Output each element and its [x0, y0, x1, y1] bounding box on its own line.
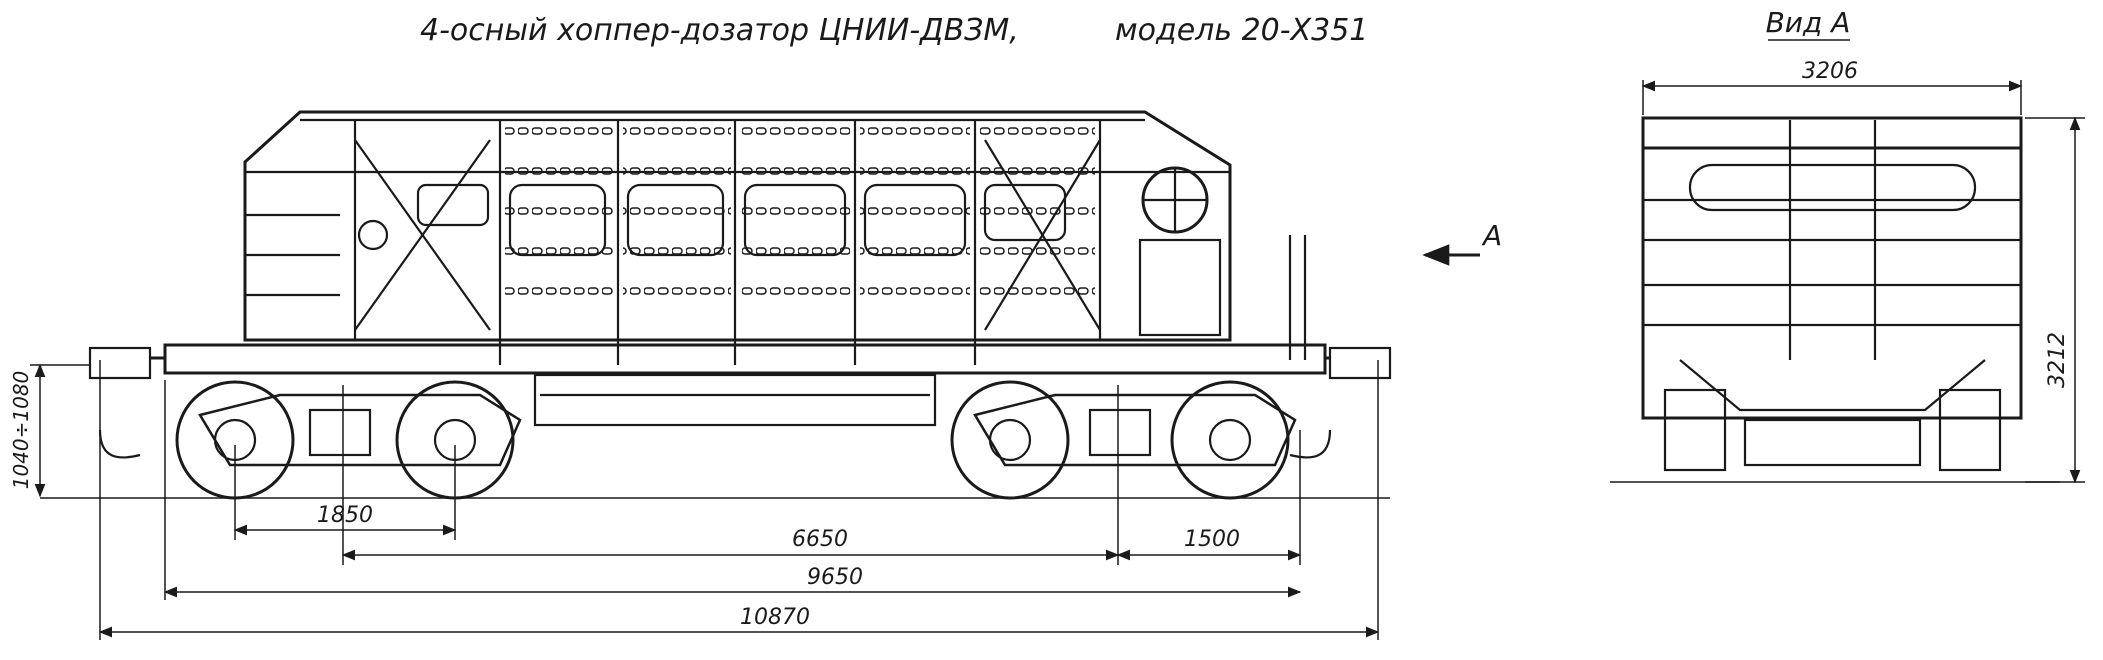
wheel — [950, 380, 1070, 500]
dim-center-distance: 6650 — [792, 527, 848, 552]
drawing-title: 4-осный хоппер-дозатор ЦНИИ-ДВЗМ, — [420, 13, 1019, 48]
view-arrow-label: A — [1481, 219, 1502, 252]
side-view — [40, 110, 1392, 500]
wheel — [1170, 380, 1290, 500]
dim-overhang: 1500 — [1184, 527, 1240, 552]
dim-width: 3206 — [1802, 59, 1858, 84]
dim-coupler-length: 9650 — [807, 565, 863, 590]
dim-height: 3212 — [2045, 332, 2070, 388]
underframe — [88, 343, 1392, 459]
dim-coupler-height: 1040÷1080 — [9, 371, 33, 490]
bogie-right — [950, 380, 1297, 500]
side-dimensions — [30, 360, 1380, 640]
view-arrow: A — [1422, 219, 1502, 266]
hopper-body — [243, 110, 1307, 365]
dim-bogie-base: 1850 — [317, 503, 373, 528]
dim-total-length: 10870 — [740, 605, 810, 630]
end-view — [1610, 116, 2060, 483]
view-a-title: Вид А — [1766, 6, 1851, 39]
drawing-model: модель 20-Х351 — [1115, 13, 1368, 48]
end-dimensions — [1641, 80, 2085, 484]
bogie-left — [175, 380, 522, 500]
